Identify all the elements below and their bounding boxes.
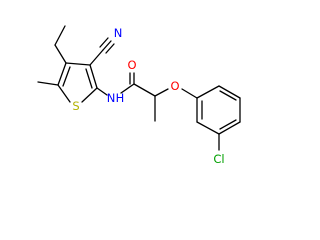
- amide-nitrogen-label: N: [107, 91, 116, 105]
- bond-cn-triple-1: [102, 40, 112, 51]
- bond-carbonyl-alpha: [133, 83, 156, 97]
- bond-ph-c2-c3-inner: [219, 90, 237, 101]
- bond-ether-o-phenyl: [181, 88, 198, 99]
- bond-ph-c5-c6: [196, 121, 220, 135]
- bond-ph-c4-c5-inner: [219, 119, 237, 130]
- bond-c5-c4-inner: [62, 66, 71, 87]
- bond-c5-c4: [57, 62, 67, 86]
- bond-cn-triple-2: [99, 37, 109, 48]
- ring-sulfur-label: S: [72, 99, 79, 113]
- chlorine-label: Cl: [213, 152, 224, 166]
- bond-nh-carbonyl: [120, 83, 135, 94]
- bond-c2-s: [81, 87, 98, 103]
- bond-c2-nh: [96, 87, 108, 96]
- bond-layer: [37, 25, 241, 151]
- bond-c3-c2: [89, 64, 98, 89]
- ether-oxygen-label: O: [170, 79, 179, 93]
- bond-cn-triple-3: [105, 43, 115, 54]
- bond-ph-c1-c2: [196, 85, 220, 99]
- bond-alpha-ether-o: [154, 88, 169, 97]
- carbonyl-oxygen-label: O: [127, 58, 136, 72]
- nitrile-nitrogen-label: N: [114, 26, 123, 40]
- bond-ethyl-ch2-ch3: [54, 25, 66, 46]
- bond-c5-methyl: [37, 81, 59, 86]
- bond-ph-c2-c3: [218, 85, 241, 99]
- bond-ph-c4-c5: [218, 121, 241, 135]
- bond-s-c5: [57, 84, 71, 103]
- chemical-structure-diagram: N N H O O S Cl: [37, 25, 241, 166]
- atom-label-layer: N N H O O S Cl: [72, 26, 224, 166]
- bond-c4-c3: [65, 62, 91, 66]
- bond-c3-cn: [89, 49, 104, 66]
- amide-hydrogen-label: H: [116, 91, 125, 105]
- bond-c4-ethyl-ch2: [54, 44, 67, 64]
- bond-c3-c2-inner: [85, 68, 93, 89]
